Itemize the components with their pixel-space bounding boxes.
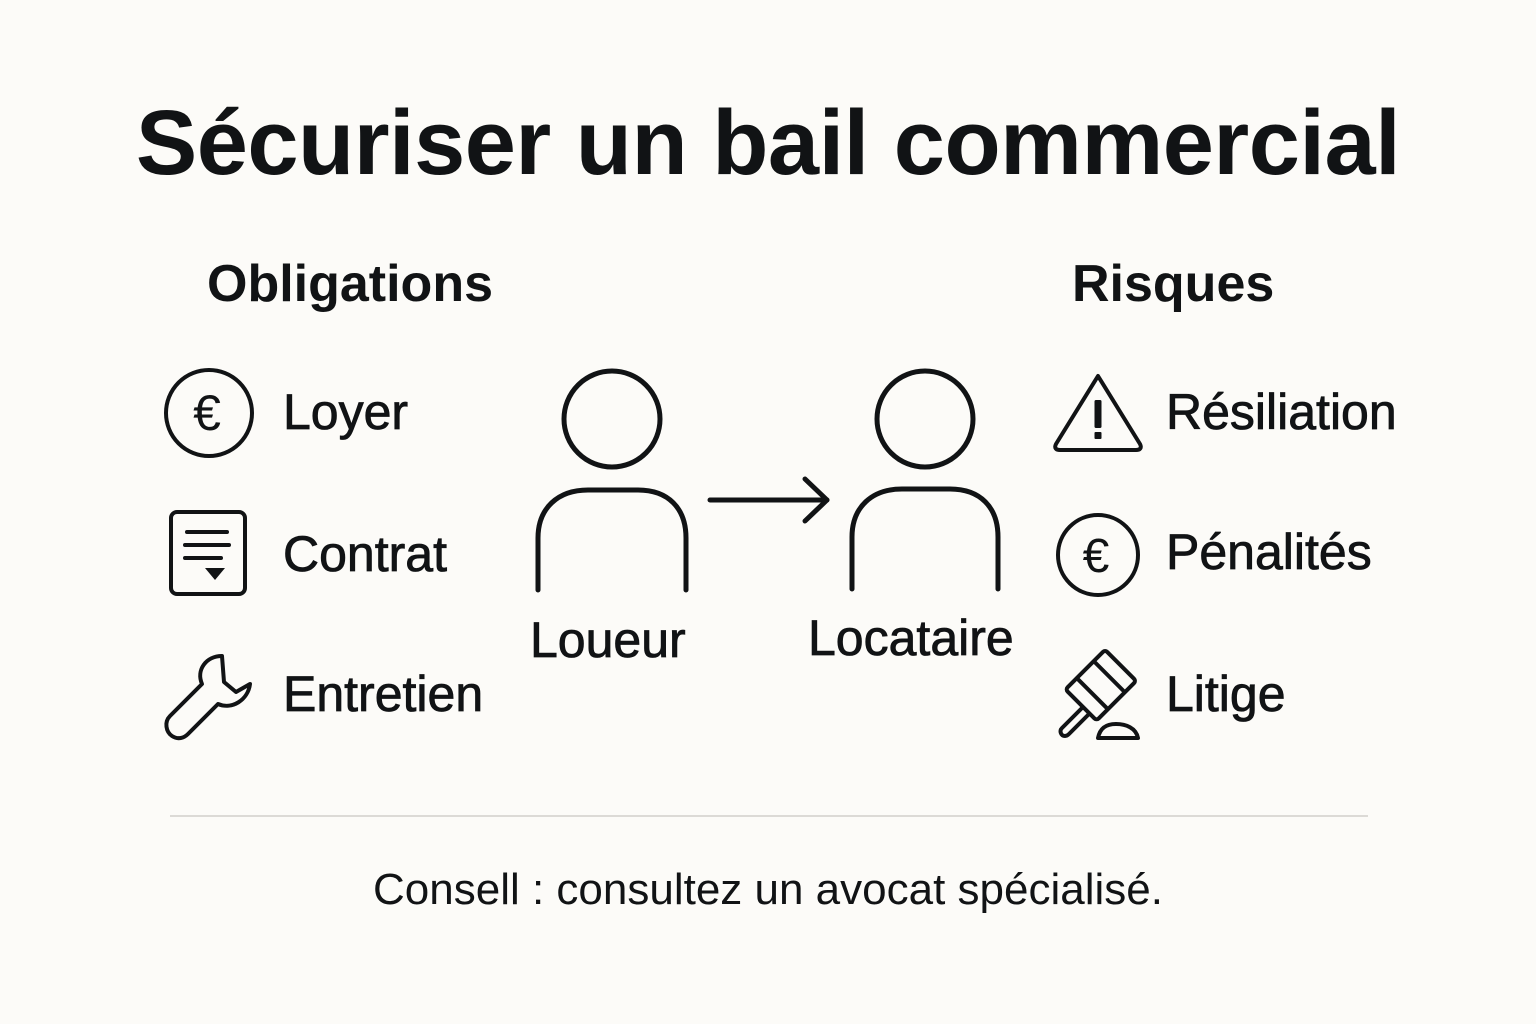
- footer-advice: Consell : consultez un avocat spécialisé…: [373, 865, 1163, 914]
- divider: [170, 815, 1368, 817]
- obligation-label: Entretien: [283, 666, 484, 723]
- gavel-icon: [1058, 649, 1140, 740]
- euro-circle-icon: €: [1056, 513, 1140, 597]
- risk-label: Litige: [1166, 666, 1286, 723]
- person-icon: [535, 368, 689, 593]
- party-label-locataire: Locataire: [808, 610, 1015, 667]
- obligations-heading: Obligations: [207, 255, 493, 313]
- wrench-icon: [164, 654, 252, 741]
- person-icon: [849, 368, 1001, 592]
- svg-text:€: €: [193, 385, 221, 441]
- warning-triangle-icon: [1053, 374, 1143, 452]
- risk-label: Résiliation: [1166, 384, 1397, 441]
- risques-heading: Risques: [1072, 255, 1275, 313]
- obligation-label: Loyer: [283, 384, 409, 441]
- party-label-loueur: Loueur: [530, 612, 687, 669]
- arrow-right-icon: [707, 476, 830, 524]
- document-icon: [169, 510, 247, 596]
- svg-text:€: €: [1083, 530, 1110, 583]
- page-title: Sécuriser un bail commercial: [135, 92, 1401, 194]
- euro-circle-icon: €: [164, 368, 254, 458]
- risk-label: Pénalités: [1166, 524, 1373, 581]
- obligation-label: Contrat: [283, 526, 448, 583]
